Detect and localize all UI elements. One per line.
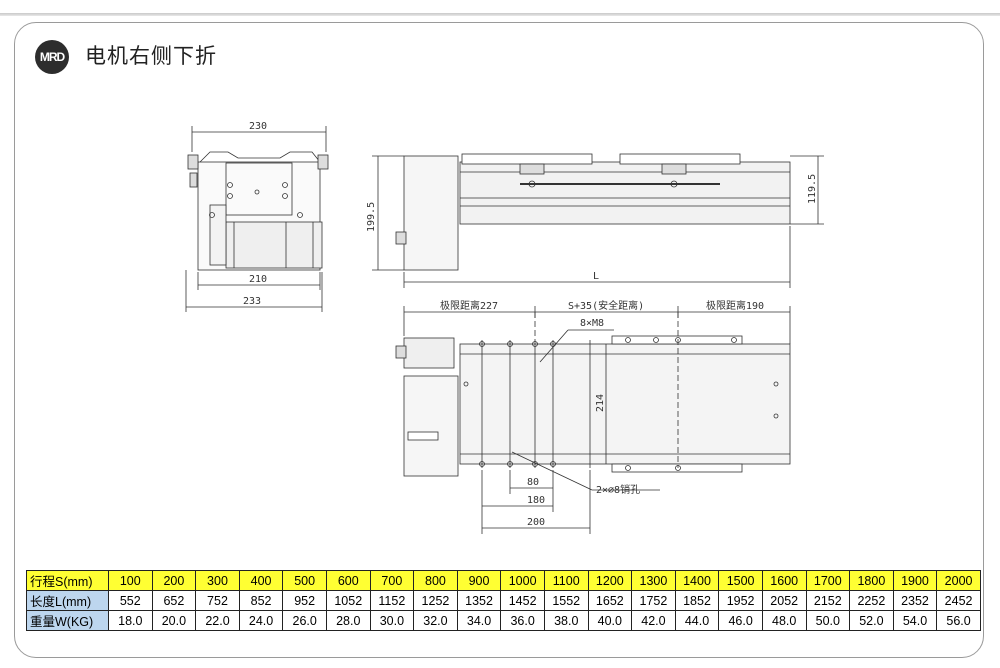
table-cell: 2052 [761,590,807,611]
table-cell: 600 [325,570,371,591]
table-cell: 800 [413,570,458,591]
table-cell: 50.0 [805,610,851,631]
dim-230: 230 [249,121,267,132]
table-cell: 32.0 [413,610,458,631]
table-cell: 2152 [805,590,851,611]
table-cell: 52.0 [849,610,894,631]
dim-m8: 8×M8 [580,318,604,329]
table-cell: 500 [282,570,327,591]
dim-214: 214 [595,394,606,412]
table-cell: 30.0 [369,610,415,631]
table-cell: 1352 [456,590,502,611]
table-cell: 1552 [543,590,589,611]
dim-200: 200 [527,517,545,528]
table-row-header: 重量W(KG) [26,610,109,631]
table-cell: 1500 [718,570,763,591]
table-cell: 1052 [325,590,371,611]
table-cell: 1752 [631,590,676,611]
dim-pin: 2×⌀8销孔 [596,483,640,496]
table-cell: 48.0 [761,610,807,631]
content-frame [14,22,984,658]
table-cell: 2352 [892,590,938,611]
table-cell: 24.0 [238,610,284,631]
table-cell: 1200 [587,570,633,591]
page-title: 电机右侧下折 [85,44,217,68]
table-cell: 652 [151,590,197,611]
table-cell: 1100 [543,570,589,591]
top-divider [0,13,1000,16]
brand-logo: MRD [35,40,69,74]
table-cell: 20.0 [151,610,197,631]
table-cell: 46.0 [718,610,763,631]
table-cell: 300 [195,570,240,591]
dim-L: L [593,271,599,282]
table-cell: 18.0 [108,610,153,631]
table-cell: 1452 [500,590,545,611]
table-cell: 1252 [413,590,458,611]
table-cell: 36.0 [500,610,545,631]
table-cell: 56.0 [936,610,981,631]
table-cell: 1700 [805,570,851,591]
table-cell: 42.0 [631,610,676,631]
table-cell: 1300 [631,570,676,591]
dim-119-5: 119.5 [807,174,818,204]
table-cell: 1900 [892,570,938,591]
table-cell: 852 [238,590,284,611]
dim-limit-left: 极限距离227 [440,299,498,312]
side-view [395,153,791,271]
table-cell: 26.0 [282,610,327,631]
dim-210: 210 [249,274,267,285]
table-cell: 28.0 [325,610,371,631]
table-cell: 952 [282,590,327,611]
table-cell: 34.0 [456,610,502,631]
table-row-header: 行程S(mm) [26,570,109,591]
table-cell: 1852 [674,590,720,611]
dim-limit-right: 极限距离190 [706,299,764,312]
dim-80: 80 [527,477,539,488]
table-cell: 100 [108,570,153,591]
table-cell: 200 [151,570,197,591]
table-cell: 2000 [936,570,981,591]
table-cell: 900 [456,570,502,591]
table-cell: 1400 [674,570,720,591]
table-cell: 1800 [849,570,894,591]
table-cell: 1952 [718,590,763,611]
table-cell: 552 [108,590,153,611]
table-cell: 54.0 [892,610,938,631]
table-cell: 40.0 [587,610,633,631]
table-cell: 22.0 [195,610,240,631]
end-view [187,151,329,271]
dim-safety: S+35(安全距离) [568,299,644,312]
dim-233: 233 [243,296,261,307]
table-cell: 38.0 [543,610,589,631]
table-cell: 1000 [500,570,545,591]
top-view [395,312,791,477]
table-cell: 2452 [936,590,981,611]
table-cell: 752 [195,590,240,611]
table-cell: 1152 [369,590,415,611]
table-cell: 400 [238,570,284,591]
table-row-header: 长度L(mm) [26,590,109,611]
dim-199-5: 199.5 [366,202,377,232]
table-cell: 1652 [587,590,633,611]
table-cell: 44.0 [674,610,720,631]
table-cell: 700 [369,570,415,591]
table-cell: 1600 [761,570,807,591]
table-cell: 2252 [849,590,894,611]
dim-180: 180 [527,495,545,506]
